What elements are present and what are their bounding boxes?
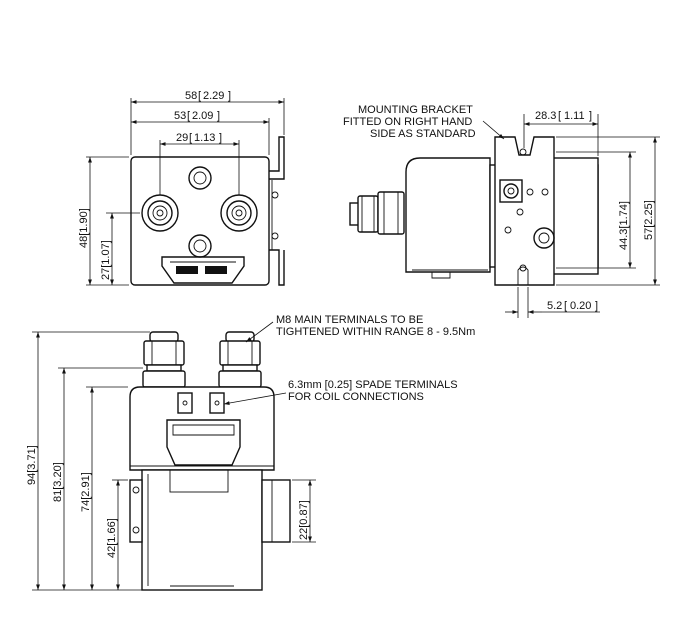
svg-text:]: ]	[595, 300, 598, 312]
dim-hole-pitch-in: 1.74	[618, 204, 630, 225]
dim-elev-height-bracket-in: 1.66	[106, 521, 118, 542]
bracket-note-line3: SIDE AS STANDARD	[370, 128, 476, 140]
dim-terminal-spacing: 29	[176, 132, 188, 144]
dim-height-overall: 48	[78, 236, 90, 248]
dim-elev-height-overall-in: 3.71	[26, 448, 38, 469]
side-bracket-nut	[499, 179, 523, 203]
dim-hole-pitch: 44.3	[618, 229, 630, 250]
dim-elev-height-bracket: 42	[106, 546, 118, 558]
svg-text:27[1.07]: 27[1.07]	[100, 240, 112, 280]
dim-bracket-height-in: 2.25	[643, 203, 655, 224]
elev-bracket-left	[129, 479, 143, 543]
svg-text:81[3.20]: 81[3.20]	[52, 462, 64, 502]
svg-text:]: ]	[228, 90, 231, 102]
dim-elev-bracket-size-in: 0.87	[298, 503, 310, 524]
dim-width-overall: 58	[185, 90, 197, 102]
dim-width-overall-in: 2.29	[203, 90, 224, 102]
side-bracket-plate	[494, 136, 555, 286]
svg-text:[: [	[189, 132, 192, 144]
spade-note-line1: 6.3mm [0.25] SPADE TERMINALS	[288, 379, 458, 391]
spade-note-line2: FOR COIL CONNECTIONS	[288, 391, 424, 403]
dim-elev-bracket-size: 22	[298, 528, 310, 540]
front-body-outline	[130, 156, 270, 286]
svg-text:22[0.87]: 22[0.87]	[298, 500, 310, 540]
svg-text:74[2.91]: 74[2.91]	[80, 472, 92, 512]
svg-text:[: [	[198, 90, 201, 102]
front-bracket-bottom	[269, 249, 285, 286]
side-body	[405, 157, 491, 273]
front-spade-housing	[161, 256, 245, 284]
svg-text:48[1.90]: 48[1.90]	[78, 208, 90, 248]
dim-bracket-depth-in: 1.11	[564, 110, 585, 122]
bracket-note-line1: MOUNTING BRACKET	[358, 104, 473, 116]
svg-text:[: [	[558, 110, 561, 122]
svg-text:57[2.25]: 57[2.25]	[643, 200, 655, 240]
dim-terminal-spacing-in: 1.13	[194, 132, 215, 144]
dim-elev-height-nut-in: 3.20	[52, 465, 64, 486]
elev-bracket-right	[261, 479, 291, 543]
svg-text:42[1.66]: 42[1.66]	[106, 518, 118, 558]
dim-slot-width-in: 0.20	[570, 300, 591, 312]
dim-bracket-height: 57	[643, 228, 655, 240]
elev-terminal-left	[142, 331, 186, 388]
elev-spade-right	[209, 392, 225, 414]
bracket-note-line2: FITTED ON RIGHT HAND	[343, 116, 472, 128]
dim-width-body-in: 2.09	[192, 110, 213, 122]
dim-elev-height-overall: 94	[26, 473, 38, 485]
dim-width-body: 53	[174, 110, 186, 122]
dim-bracket-depth: 28.3	[535, 110, 556, 122]
svg-text:94[3.71]: 94[3.71]	[26, 445, 38, 485]
elev-coil-can	[141, 469, 263, 591]
coil-terminal-top	[188, 166, 212, 190]
dim-height-overall-in: 1.90	[78, 211, 90, 232]
elev-terminal-right	[218, 331, 262, 388]
dim-elev-height-nut: 81	[52, 490, 64, 502]
svg-text:]: ]	[219, 132, 222, 144]
elev-spade-left	[177, 392, 193, 414]
dim-height-terminal: 27	[100, 268, 112, 280]
svg-text:44.3[1.74]: 44.3[1.74]	[618, 201, 630, 250]
elev-cap-body	[129, 386, 275, 471]
dim-elev-height-body-in: 2.91	[80, 475, 92, 496]
svg-text:]: ]	[589, 110, 592, 122]
side-view: MOUNTING BRACKET FITTED ON RIGHT HAND SI…	[343, 104, 660, 318]
elevation-view: M8 MAIN TERMINALS TO BE TIGHTENED WITHIN…	[26, 314, 475, 591]
svg-text:]: ]	[217, 110, 220, 122]
dim-height-terminal-in: 1.07	[100, 243, 112, 264]
front-bracket-top	[269, 136, 285, 180]
dim-elev-height-body: 74	[80, 500, 92, 512]
dim-slot-width: 5.2	[547, 300, 562, 312]
side-bracket-bolt	[533, 227, 555, 249]
side-coil-can	[551, 157, 599, 275]
svg-text:[: [	[187, 110, 190, 122]
svg-text:[: [	[564, 300, 567, 312]
terminal-note-line1: M8 MAIN TERMINALS TO BE	[276, 314, 423, 326]
front-view: 58 [ 2.29 ] 53 [ 2.09 ] 29 [ 1.13 ] 48[1…	[78, 90, 285, 286]
terminal-note-line2: TIGHTENED WITHIN RANGE 8 - 9.5Nm	[276, 326, 475, 338]
